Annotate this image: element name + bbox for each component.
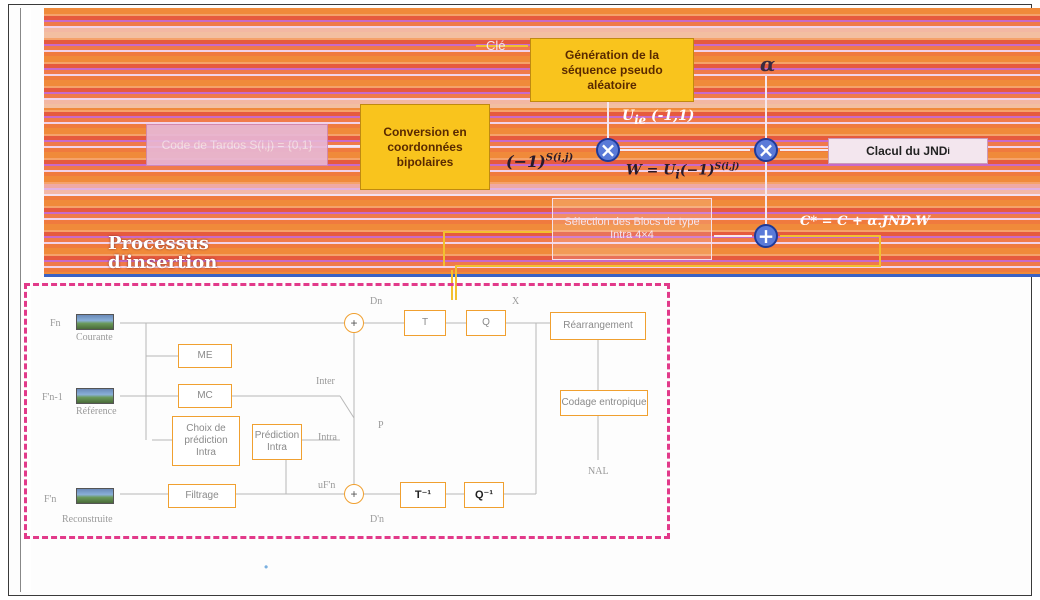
- quantization-block: Q: [466, 310, 506, 336]
- entropy-coding-block: Codage entropique: [560, 390, 648, 416]
- inverse-quantization-block: Q⁻¹: [464, 482, 504, 508]
- transform-block: T: [404, 310, 446, 336]
- motion-estimation-block: ME: [178, 344, 232, 368]
- current-frame-label: Fn: [50, 318, 61, 329]
- reconstructed-frame-label: F'n: [44, 494, 56, 505]
- intra-label: Intra: [318, 432, 337, 443]
- inverse-transform-block: T⁻¹: [400, 482, 446, 508]
- reconstructed-frame-thumbnail: [76, 488, 114, 504]
- inter-label: Inter: [316, 376, 335, 387]
- p-label: P: [378, 420, 384, 431]
- reference-frame-thumbnail: [76, 388, 114, 404]
- ufn-label: uF'n: [318, 480, 335, 491]
- motion-compensation-block: MC: [178, 384, 232, 408]
- x-label: X: [512, 296, 519, 307]
- dn-label: Dn: [370, 296, 382, 307]
- nal-label: NAL: [588, 466, 609, 477]
- reference-frame-label: F'n-1: [42, 392, 63, 403]
- intra-choice-block: Choix de prédiction Intra: [172, 416, 240, 466]
- dpn-label: D'n: [370, 514, 384, 525]
- reordering-block: Réarrangement: [550, 312, 646, 340]
- current-frame-caption: Courante: [76, 332, 113, 343]
- bullet-dot: •: [264, 560, 268, 574]
- reference-frame-caption: Référence: [76, 406, 117, 417]
- intra-prediction-block: Prédiction Intra: [252, 424, 302, 460]
- add-node: +: [344, 484, 364, 504]
- filter-block: Filtrage: [168, 484, 236, 508]
- subtract-node: +: [344, 313, 364, 333]
- reconstructed-frame-caption: Reconstruite: [62, 514, 113, 525]
- current-frame-thumbnail: [76, 314, 114, 330]
